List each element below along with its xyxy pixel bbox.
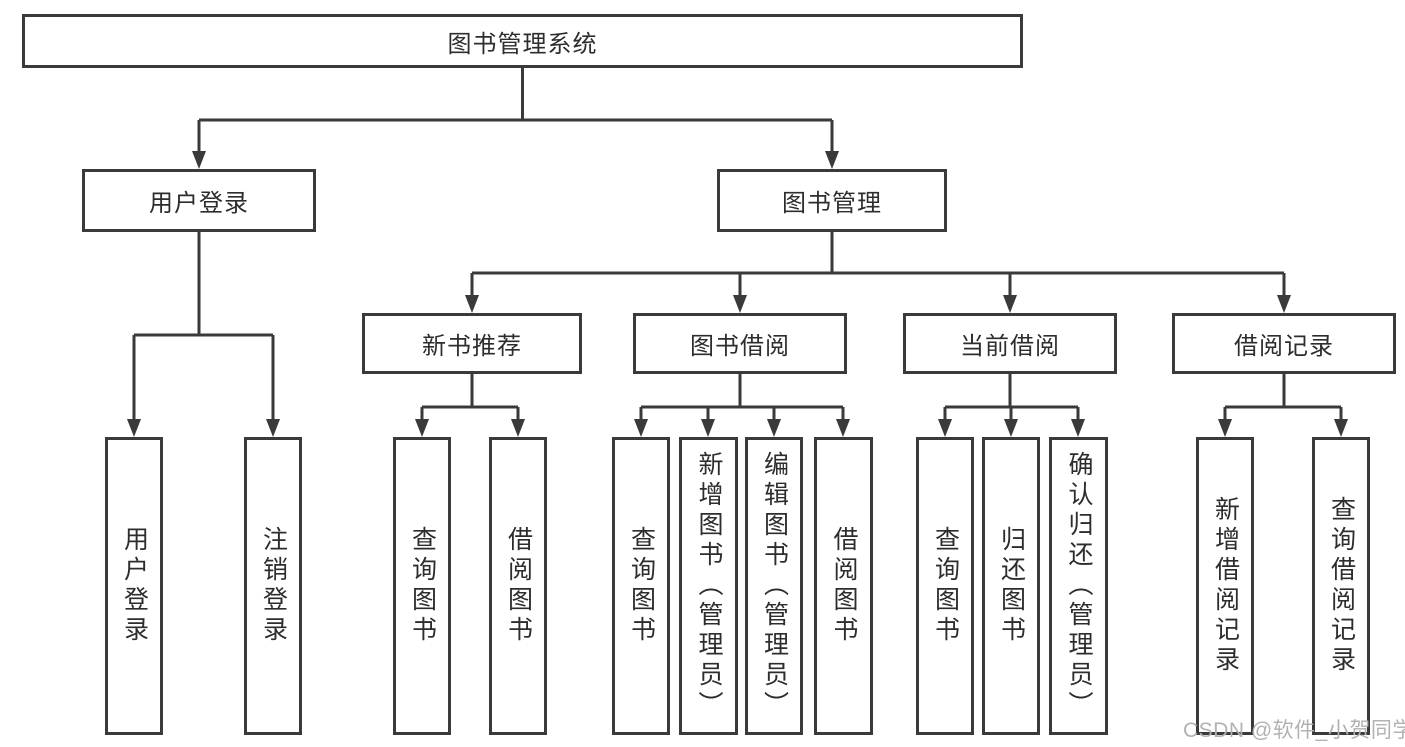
arrow-down-icon (767, 419, 781, 437)
connector-bookmgmt-to-level3 (465, 232, 1291, 313)
node-root-label: 图书管理系统 (447, 30, 598, 58)
arrow-down-icon (266, 419, 280, 437)
arrow-down-icon (1004, 419, 1018, 437)
arrow-down-icon (1071, 419, 1085, 437)
node-borrow-records: 借阅记录 (1172, 313, 1396, 374)
arrow-down-icon (1003, 295, 1017, 313)
node-book-borrow: 图书借阅 (633, 313, 847, 374)
leaf-return-book-label: 归还图书 (997, 526, 1026, 646)
csdn-watermark: CSDN @软件_小贺同学 (1183, 719, 1405, 742)
leaf-add-borrow-record-label: 新增借阅记录 (1211, 496, 1240, 676)
leaf-add-borrow-record: 新增借阅记录 (1196, 437, 1254, 735)
arrow-down-icon (127, 419, 141, 437)
connector-currentborrow-to-leaves (938, 374, 1085, 437)
leaf-borrow-query-label: 查询图书 (627, 526, 656, 646)
leaf-borrow-book: 借阅图书 (814, 437, 873, 735)
leaf-logout: 注销登录 (244, 437, 302, 735)
arrow-down-icon (1277, 295, 1291, 313)
leaf-borrow-add-book-admin: 新增图书（管理员） (679, 437, 738, 735)
leaf-query-borrow-record: 查询借阅记录 (1312, 437, 1370, 735)
leaf-borrow-book-label: 借阅图书 (830, 526, 858, 646)
arrow-down-icon (465, 295, 479, 313)
node-borrow-records-label: 借阅记录 (1234, 333, 1334, 360)
leaf-user-login-label: 用户登录 (120, 526, 149, 646)
leaf-borrow-edit-book-admin-label: 编辑图书（管理员） (760, 451, 789, 721)
leaf-newbooks-query-label: 查询图书 (408, 526, 437, 646)
node-root: 图书管理系统 (22, 14, 1023, 68)
node-book-management: 图书管理 (717, 169, 947, 232)
leaf-query-borrow-record-label: 查询借阅记录 (1327, 496, 1356, 676)
node-user-login-label: 用户登录 (149, 190, 249, 217)
leaf-current-query: 查询图书 (916, 437, 974, 735)
arrow-down-icon (836, 419, 850, 437)
connector-userlogin-to-leaves (127, 232, 280, 437)
arrow-down-icon (511, 419, 525, 437)
arrow-down-icon (938, 419, 952, 437)
node-current-borrow: 当前借阅 (903, 313, 1117, 374)
node-book-management-label: 图书管理 (782, 190, 882, 217)
leaf-current-query-label: 查询图书 (931, 526, 960, 646)
arrow-down-icon (1218, 419, 1232, 437)
leaf-confirm-return-admin: 确认归还（管理员） (1049, 437, 1108, 735)
connector-root-to-level2 (192, 68, 839, 169)
arrow-down-icon (733, 295, 747, 313)
connector-newbooks-to-leaves (415, 374, 525, 437)
arrow-down-icon (415, 419, 429, 437)
leaf-return-book: 归还图书 (982, 437, 1040, 735)
leaf-newbooks-query: 查询图书 (393, 437, 451, 735)
leaf-borrow-add-book-admin-label: 新增图书（管理员） (695, 451, 723, 721)
leaf-confirm-return-admin-label: 确认归还（管理员） (1065, 451, 1093, 721)
connector-records-to-leaves (1218, 374, 1348, 437)
node-new-book-recommend-label: 新书推荐 (422, 333, 522, 360)
leaf-borrow-query: 查询图书 (612, 437, 670, 735)
connector-bookborrow-to-leaves (634, 374, 850, 437)
leaf-borrow-edit-book-admin: 编辑图书（管理员） (745, 437, 803, 735)
arrow-down-icon (701, 419, 715, 437)
arrow-down-icon (1334, 419, 1348, 437)
arrow-down-icon (825, 151, 839, 169)
leaf-user-login: 用户登录 (105, 437, 163, 735)
node-user-login: 用户登录 (82, 169, 316, 232)
arrow-down-icon (192, 151, 206, 169)
node-book-borrow-label: 图书借阅 (690, 333, 790, 360)
node-new-book-recommend: 新书推荐 (362, 313, 582, 374)
node-current-borrow-label: 当前借阅 (960, 333, 1060, 360)
leaf-logout-label: 注销登录 (259, 526, 288, 646)
leaf-newbooks-borrow: 借阅图书 (489, 437, 547, 735)
leaf-newbooks-borrow-label: 借阅图书 (504, 526, 533, 646)
arrow-down-icon (634, 419, 648, 437)
